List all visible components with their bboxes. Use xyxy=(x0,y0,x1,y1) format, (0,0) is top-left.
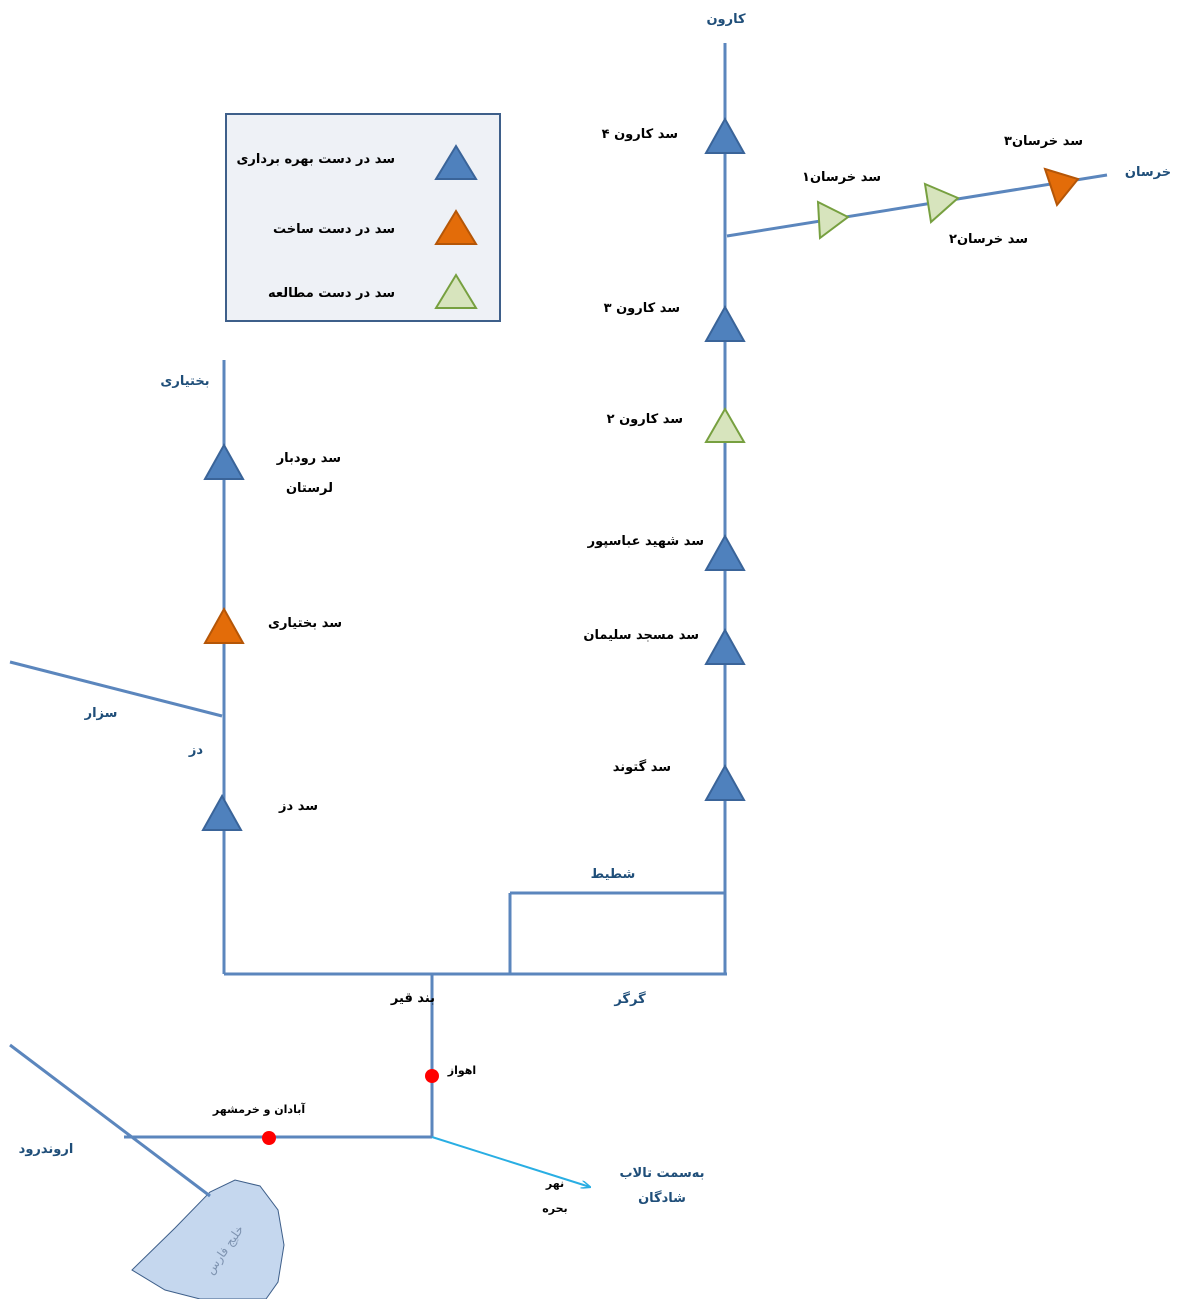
river-label-dez: دز xyxy=(188,743,203,758)
dam-label-karun4: سد کارون ۴ xyxy=(602,127,678,142)
river-label-gargar: گرگر xyxy=(613,991,646,1007)
dam-marker-masjed xyxy=(704,627,746,665)
dam-marker-bakhtiari xyxy=(203,606,245,644)
river-label-bakhtiari: بختیاری xyxy=(160,374,209,389)
dam-label-dez: سد دز xyxy=(278,799,318,814)
dam-label-karun2: سد کارون ۲ xyxy=(607,412,683,427)
river-label-arvandrud: اروندرود xyxy=(19,1142,74,1157)
place-label-ahvaz: اهواز xyxy=(447,1064,476,1077)
river-network xyxy=(9,43,1108,1198)
dam-marker-khersan2 xyxy=(923,182,960,224)
place-label-shadegan-line1: به‌سمت تالاب xyxy=(619,1166,704,1181)
dam-label-abbaspour: سد شهید عباسپور xyxy=(587,534,704,549)
river-label-shotait: شطیط xyxy=(591,867,636,882)
place-label-bandghir: بند قیر xyxy=(390,991,435,1006)
dam-marker-abbaspour xyxy=(704,533,746,571)
river-label-sezar: سزار xyxy=(84,706,118,721)
dam-marker-dez xyxy=(201,793,243,831)
dam-marker-karun2 xyxy=(704,406,746,443)
dam-marker-karun4 xyxy=(704,116,746,154)
sezar-river-line xyxy=(9,660,223,718)
dam-label-khersan2: سد خرسان۲ xyxy=(949,232,1028,247)
bahmanshir-arrow xyxy=(431,1136,590,1187)
dam-marker-gotvand xyxy=(704,763,746,801)
dam-label-bakhtiari: سد بختیاری xyxy=(268,616,342,631)
dam-label-khersan3: سد خرسان۳ xyxy=(1004,134,1083,149)
river-label-karun: کارون xyxy=(706,12,746,27)
persian-gulf-channel-line xyxy=(9,1043,211,1198)
legend-construction-label: سد در دست ساخت xyxy=(273,222,395,237)
khersan-river-line xyxy=(726,173,1108,238)
dam-markers xyxy=(201,116,1080,831)
dam-label-karun3: سد کارون ۳ xyxy=(604,301,680,316)
river-label-khersan: خرسان xyxy=(1125,165,1171,180)
legend: سد در دست بهره برداری سد در دست ساخت سد … xyxy=(225,113,501,322)
abadan-city-marker xyxy=(262,1131,276,1145)
legend-study-label: سد در دست مطالعه xyxy=(268,286,395,301)
river-label-bahmanshir-line1: نهر xyxy=(545,1177,564,1190)
legend-operating-marker xyxy=(434,144,478,180)
dam-marker-khersan1 xyxy=(816,200,850,240)
place-label-shadegan-line2: شادگان xyxy=(638,1190,686,1206)
dam-marker-khersan3 xyxy=(1043,167,1080,208)
river-label-bahmanshir-line2: بحره xyxy=(542,1202,567,1215)
legend-operating-label: سد در دست بهره برداری xyxy=(237,152,396,167)
dam-label-khersan1: سد خرسان۱ xyxy=(802,170,881,185)
persian-gulf-area xyxy=(131,1179,285,1299)
dam-label-rudbar-line1: سد رودبار xyxy=(276,451,341,466)
dam-marker-rudbar xyxy=(203,442,245,480)
legend-study-marker xyxy=(434,273,478,309)
ahvaz-city-marker xyxy=(425,1069,439,1083)
dam-label-gotvand: سد گتوند xyxy=(613,759,671,775)
place-label-abadan: آبادان و خرمشهر xyxy=(212,1102,305,1116)
dam-label-masjed: سد مسجد سلیمان xyxy=(583,628,699,643)
dam-marker-karun3 xyxy=(704,304,746,342)
dam-label-rudbar-line2: لرستان xyxy=(286,481,333,496)
legend-construction-marker xyxy=(434,209,478,245)
